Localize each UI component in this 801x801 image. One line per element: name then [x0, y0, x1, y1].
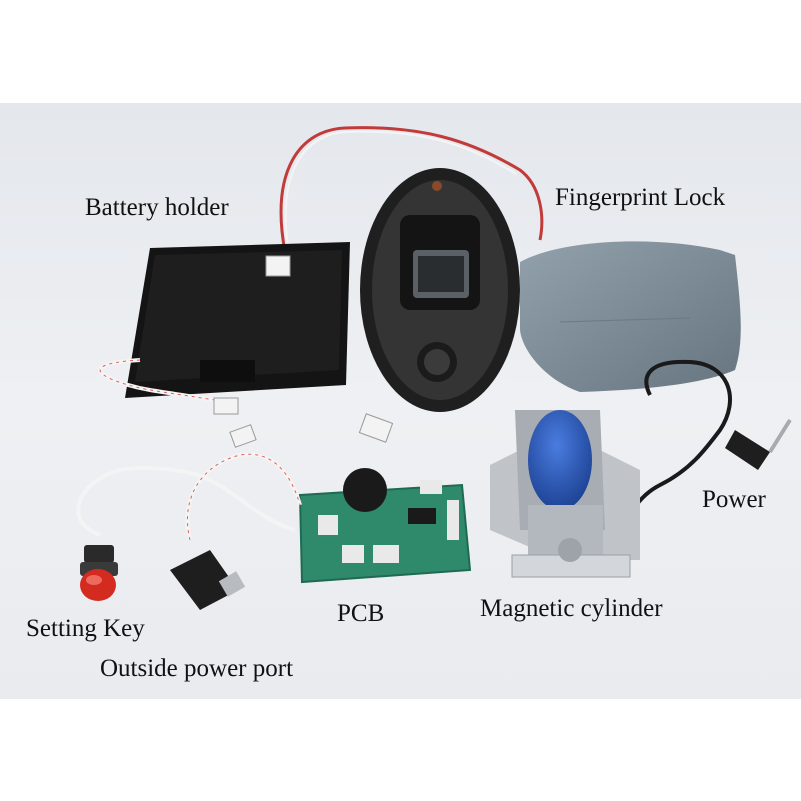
power-cable [625, 359, 732, 541]
battery-connector [213, 397, 239, 415]
label-setting-key: Setting Key [26, 615, 145, 642]
grey-cover [520, 241, 741, 392]
power-plug [725, 418, 792, 470]
fingerprint-reader [360, 168, 520, 412]
label-outside-power-port: Outside power port [100, 655, 294, 682]
setting-key [80, 545, 118, 601]
pcb-wire-connector [229, 424, 257, 448]
label-battery-holder: Battery holder [85, 194, 229, 221]
pcb-board [298, 468, 472, 584]
outside-power-port [170, 550, 246, 610]
label-fingerprint-lock: Fingerprint Lock [555, 184, 726, 211]
label-pcb: PCB [337, 600, 385, 627]
reader-connector [358, 413, 394, 443]
label-magnetic-cylinder: Magnetic cylinder [480, 595, 663, 622]
magnetic-cylinder [490, 410, 640, 578]
battery-holder [125, 242, 350, 398]
label-power: Power [702, 486, 766, 513]
key-wire [76, 466, 296, 537]
battery-wire [279, 126, 544, 253]
